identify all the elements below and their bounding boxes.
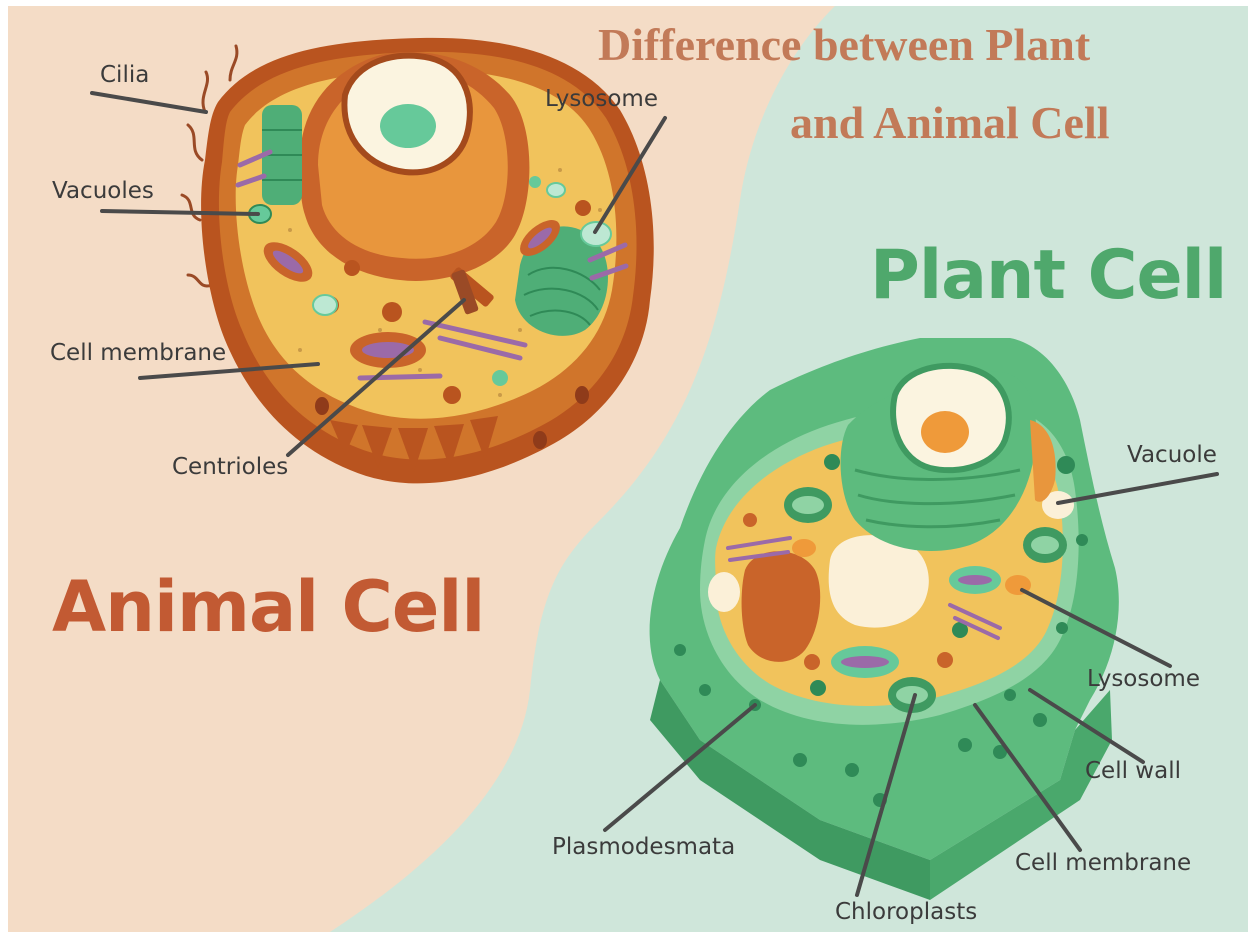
title-line-1: Difference between Plant: [598, 22, 1090, 68]
label-chloroplasts: Chloroplasts: [835, 901, 977, 924]
label-cell-wall: Cell wall: [1085, 760, 1181, 783]
plant-nucleolus: [921, 411, 969, 453]
label-vacuoles: Vacuoles: [52, 180, 154, 203]
label-plasmodesmata: Plasmodesmata: [552, 836, 735, 859]
label-cilia: Cilia: [100, 64, 149, 87]
animal-nucleolus: [380, 104, 436, 148]
label-animal-cell-membrane: Cell membrane: [50, 342, 226, 365]
plant-small-vacuole-left: [708, 572, 740, 612]
label-vacuole: Vacuole: [1127, 444, 1217, 467]
label-centrioles: Centrioles: [172, 456, 288, 479]
label-plant-lysosome: Lysosome: [1087, 668, 1200, 691]
label-plant-cell-membrane: Cell membrane: [1015, 852, 1191, 875]
label-animal-lysosome: Lysosome: [545, 88, 658, 111]
plant-cell-heading: Plant Cell: [870, 242, 1226, 310]
animal-cell-heading: Animal Cell: [52, 572, 484, 642]
title-line-2: and Animal Cell: [790, 100, 1110, 146]
